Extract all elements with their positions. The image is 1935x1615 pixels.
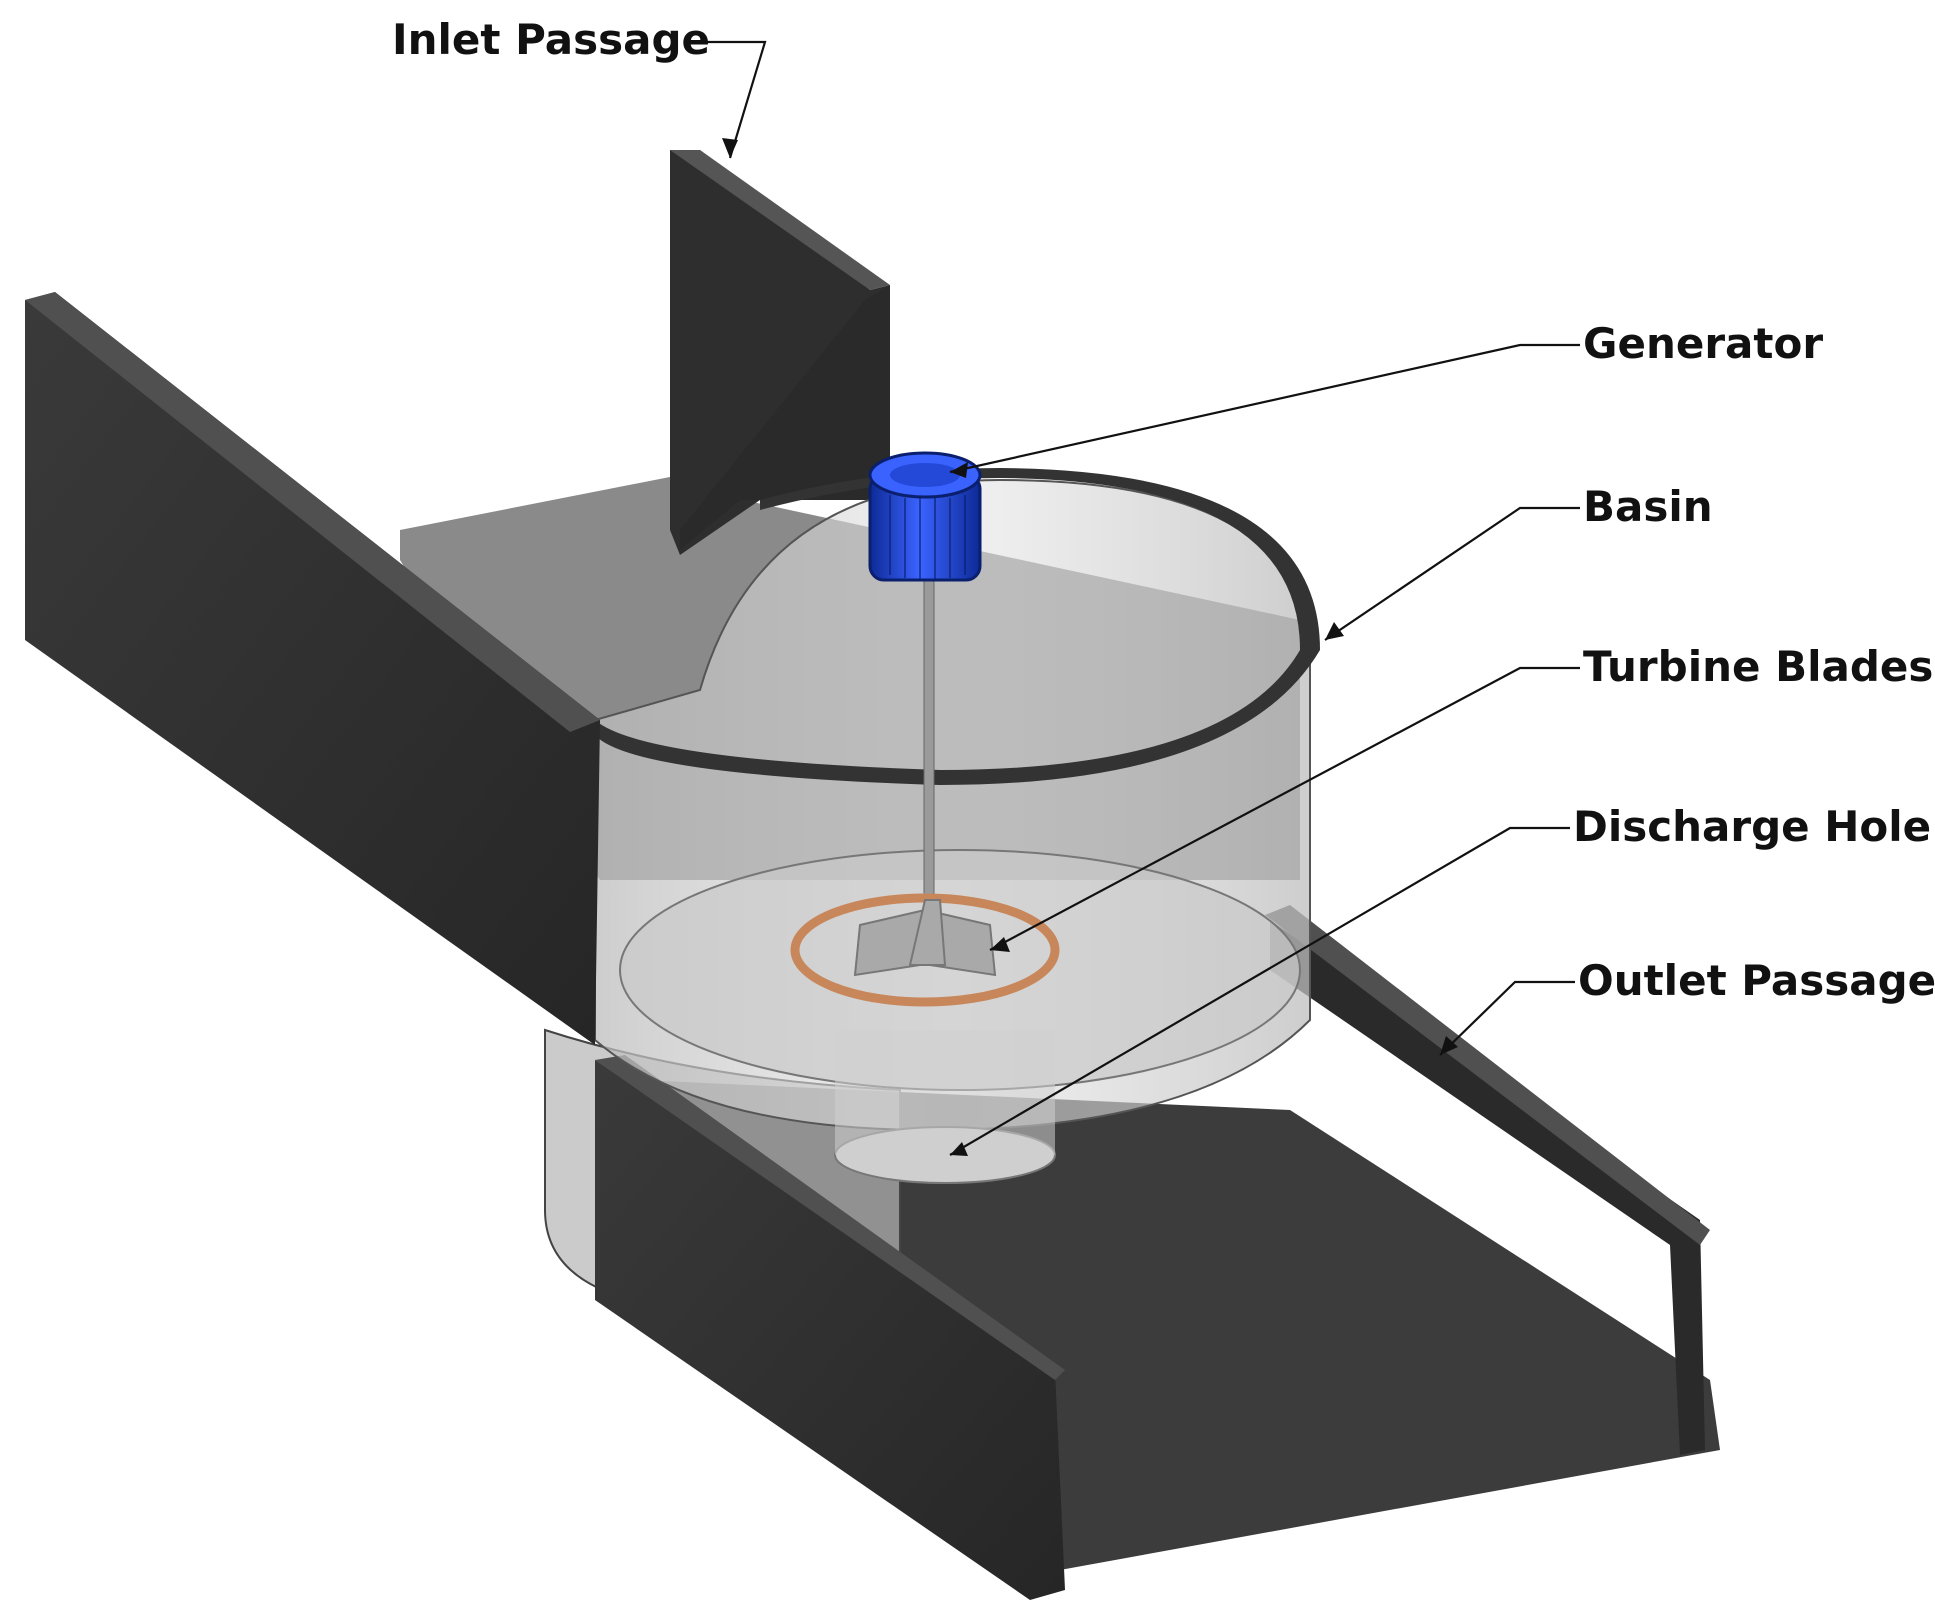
label-basin: Basin — [1583, 482, 1713, 531]
generator — [868, 451, 982, 582]
generator-shaft — [923, 579, 935, 921]
inlet-leader — [700, 40, 767, 159]
label-inlet-passage: Inlet Passage — [392, 15, 710, 64]
label-outlet-passage: Outlet Passage — [1578, 956, 1935, 1005]
outlet-leader — [1439, 980, 1575, 1056]
outlet-right-wall-top — [1265, 905, 1710, 1245]
label-discharge-hole: Discharge Hole — [1573, 802, 1931, 851]
inlet-back-wall-edge — [670, 150, 890, 290]
inlet-side-wall-top — [25, 292, 600, 732]
leader-arrowheads — [722, 138, 1458, 1156]
discharge-tube — [835, 1030, 1055, 1155]
label-turbine-blades: Turbine Blades — [1583, 642, 1933, 691]
outlet-right-wall — [1270, 920, 1705, 1455]
leader-lines — [700, 40, 1580, 1156]
inlet-side-wall — [25, 292, 600, 1045]
basin-rim — [595, 468, 1320, 785]
turbine-ring — [790, 893, 1060, 1007]
label-generator: Generator — [1583, 319, 1823, 368]
outlet-left-wall-top — [595, 1055, 1065, 1380]
basin-leader — [1324, 506, 1580, 641]
turbine-blades — [853, 899, 997, 977]
turbine-leader — [989, 666, 1580, 951]
generator-leader — [949, 343, 1580, 474]
outlet-left-wall — [595, 1060, 1065, 1600]
discharge-leader — [949, 826, 1570, 1156]
